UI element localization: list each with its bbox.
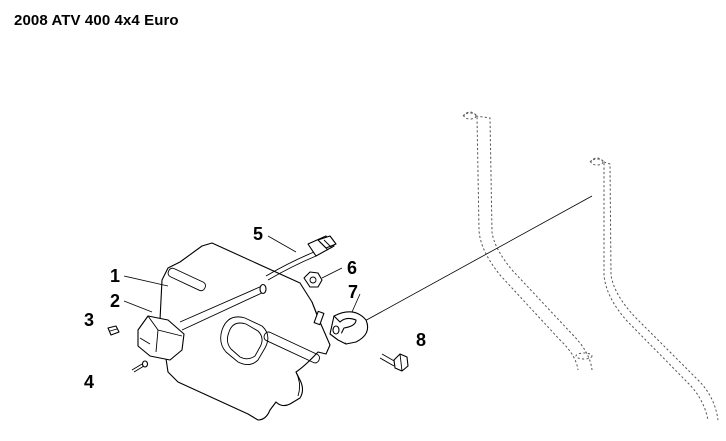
callout-6: 6	[347, 258, 357, 278]
callout-2: 2	[110, 291, 120, 311]
wire-connector	[307, 235, 337, 257]
mounting-leader-line	[351, 195, 593, 329]
callout-4: 4	[84, 372, 94, 392]
callout-1: 1	[110, 266, 120, 286]
leader-5	[267, 235, 297, 253]
light-housing	[137, 315, 185, 361]
callout-3: 3	[84, 310, 94, 330]
leader-7	[351, 293, 361, 313]
callout-5: 5	[253, 224, 263, 244]
hex-nut	[303, 271, 323, 288]
frame-tubes	[462, 111, 719, 421]
callout-7: 7	[348, 282, 358, 302]
bulb-clip	[107, 325, 120, 336]
page-title: 2008 ATV 400 4x4 Euro	[14, 12, 179, 29]
leader-2	[123, 300, 153, 313]
hex-bolt	[379, 353, 409, 372]
wiring-rod	[179, 251, 317, 331]
screw-4	[131, 360, 149, 373]
leader-1	[123, 275, 169, 287]
mounting-plate	[159, 242, 331, 421]
cable-clamp	[329, 311, 369, 345]
leader-6	[321, 267, 343, 279]
callout-8: 8	[416, 330, 426, 350]
